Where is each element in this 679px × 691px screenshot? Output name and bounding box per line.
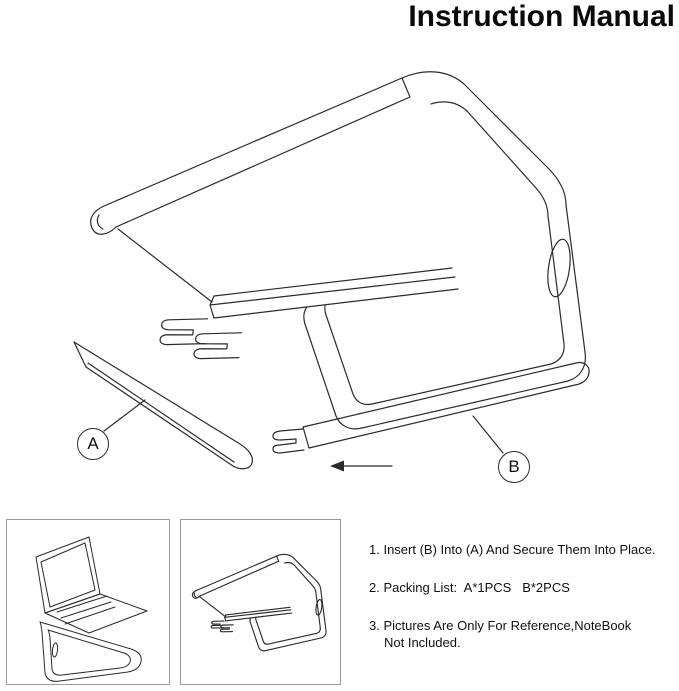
stand-thumbnail-drawing (192, 554, 326, 650)
laptop-deck-outline (44, 593, 148, 634)
bar-b-outline (302, 361, 590, 449)
part-label-b: B (498, 451, 530, 483)
small-stand-oval-slot (51, 642, 59, 658)
instruction-list: 1. Insert (B) Into (A) And Secure Them I… (369, 542, 656, 652)
laptop-keyboard-lines (56, 595, 116, 625)
bar-b-fork (272, 428, 305, 454)
plate-a-thickness-line (87, 362, 235, 463)
leader-line-b (472, 415, 504, 454)
main-diagram (73, 72, 590, 472)
small-stand-inner (47, 629, 131, 676)
laptop-on-stand-sketch (35, 536, 148, 682)
laptop-screen-inner (40, 542, 96, 608)
leader-line-a (103, 399, 146, 432)
page-title: Instruction Manual (408, 0, 675, 33)
part-label-a: A (77, 428, 109, 460)
stand-only-sketch (192, 554, 326, 650)
instruction-step-1: 1. Insert (B) Into (A) And Secure Them I… (369, 542, 656, 557)
small-stand-outer (39, 621, 142, 682)
instruction-step-2: 2. Packing List: A*1PCS B*2PCS (369, 579, 570, 595)
stand-body-part (91, 72, 586, 429)
instruction-step-3: 3. Pictures Are Only For Reference,NoteB… (369, 617, 635, 650)
plate-a-outline (73, 341, 253, 470)
insert-direction-arrow-head (330, 460, 344, 472)
